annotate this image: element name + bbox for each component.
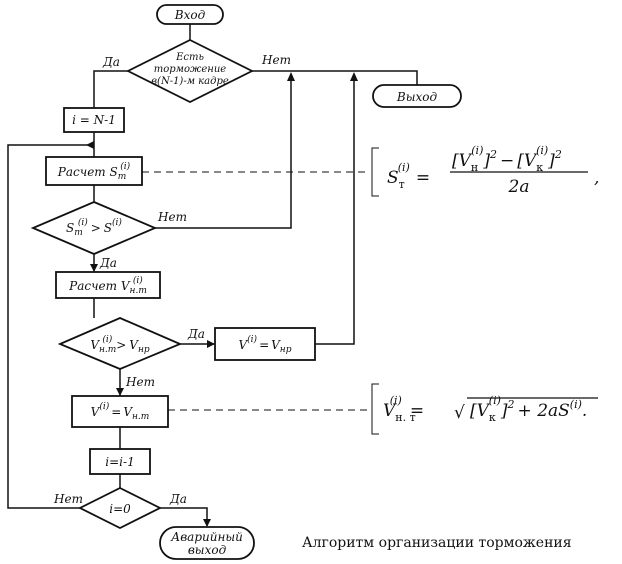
decision-s: Sт(i)>S(i) <box>30 201 158 255</box>
line-cond-s-no <box>155 78 292 229</box>
decision-v: Vн.т(i)>Vнр <box>57 317 183 370</box>
formula-leaders <box>142 147 379 435</box>
emergency-exit-terminal: Аварийный выход <box>159 526 255 560</box>
label-no-zero: Нет <box>53 492 83 506</box>
arrow-to-assign-vnt <box>116 388 124 396</box>
bracket-formula-s <box>371 147 379 197</box>
calc-v-label: Расчет Vн.т(i) <box>68 275 147 296</box>
arrowheads <box>86 72 358 527</box>
arrow-to-emergency <box>203 519 211 527</box>
entry-terminal: Вход <box>156 4 224 25</box>
assign-vnt-label: V(i)=Vн.т <box>91 401 150 422</box>
decision-braking-line-1: Есть <box>175 52 204 63</box>
formula-v-lhs: Vн. т(i)= <box>383 394 424 424</box>
bracket-formula-v <box>371 383 379 435</box>
line-cond-zero-yes <box>160 507 208 526</box>
decision-braking-line-3: в(N-1)-м кадре <box>151 76 229 87</box>
diagram-caption: Алгоритм организации торможения <box>302 535 572 551</box>
formula-s-comma: , <box>594 168 599 188</box>
label-no-s: Нет <box>157 210 187 224</box>
entry-label: Вход <box>174 8 206 22</box>
label-yes-braking: Да <box>102 55 120 69</box>
formula-v-radical: √ <box>454 403 465 423</box>
arrow-cond-s-no <box>287 72 295 81</box>
arrow-loop-back <box>86 141 94 149</box>
assign-vnt-box: V(i)=Vн.т <box>71 395 169 428</box>
line-decision-yes <box>93 70 128 108</box>
formula-s-lhs: Sт(i)= <box>387 161 430 191</box>
formula-s-numerator: [Vн(i)]2−[Vк(i)]2 <box>452 144 562 174</box>
emergency-exit-line-1: Аварийный <box>170 530 243 544</box>
decision-v-label: Vн.т(i)>Vнр <box>90 334 150 355</box>
decision-zero: i=0 <box>77 486 163 530</box>
arrow-to-calc-v <box>90 264 98 272</box>
exit-terminal: Выход <box>372 84 462 108</box>
assign-vnr-box: V(i)=Vнр <box>214 327 316 361</box>
formula-s-denominator: 2a <box>508 177 530 197</box>
label-no-braking: Нет <box>261 53 291 67</box>
decrement-label: i=i-1 <box>105 455 134 469</box>
label-no-v: Нет <box>125 375 155 389</box>
decision-braking-line-2: торможение <box>154 64 227 75</box>
calc-s-box: Расчет Sт(i) <box>45 156 143 186</box>
assign-vnr-label: V(i)=Vнр <box>238 334 291 355</box>
label-yes-v: Да <box>187 327 205 341</box>
decision-zero-label: i=0 <box>109 502 131 516</box>
init-index-label: i = N-1 <box>72 113 116 127</box>
calc-v-box: Расчет Vн.т(i) <box>55 271 161 299</box>
calc-s-label: Расчет Sт(i) <box>57 161 131 182</box>
label-yes-zero: Да <box>169 492 187 506</box>
decrement-box: i=i-1 <box>89 448 151 475</box>
line-decision-no <box>252 70 418 85</box>
label-yes-s: Да <box>99 256 117 270</box>
line-assign-vnr-return <box>315 78 355 345</box>
arrow-to-assign-vnr <box>207 340 215 348</box>
line-cond-zero-no-loop <box>7 144 94 509</box>
formula-v: Vн. т(i)= √ [Vк(i)]2+ 2aS(i). <box>383 394 598 424</box>
emergency-exit-line-2: выход <box>188 543 227 557</box>
formula-s: Sт(i)= [Vн(i)]2−[Vк(i)]2 2a , <box>387 144 599 197</box>
arrow-vnr-return <box>350 72 358 81</box>
decision-braking: Есть торможение в(N-1)-м кадре <box>125 38 255 104</box>
connectors <box>7 24 418 526</box>
exit-label: Выход <box>396 90 438 104</box>
init-index-box: i = N-1 <box>63 107 125 133</box>
formula-v-body: [Vк(i)]2+ 2aS(i). <box>470 394 587 424</box>
decision-s-label: Sт(i)>S(i) <box>66 217 122 238</box>
